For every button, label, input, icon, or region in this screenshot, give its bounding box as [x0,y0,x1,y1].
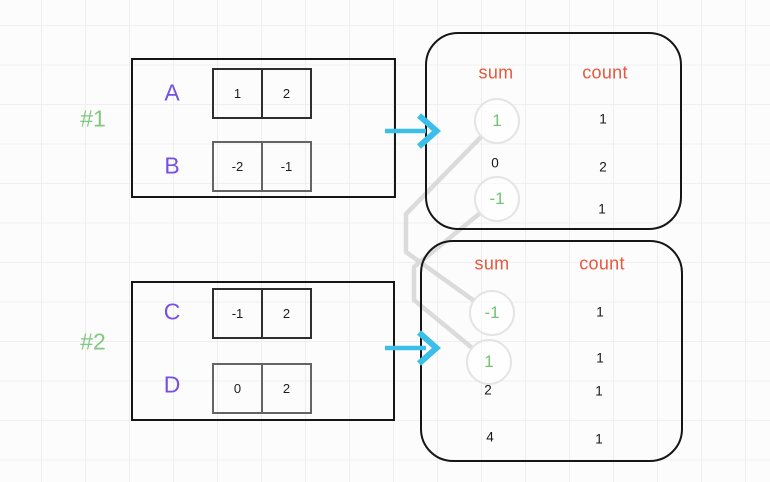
highlighted-sum-circle: -1 [474,176,520,222]
array-label-c: C [163,298,181,325]
count-header: count [579,253,625,274]
group-1-rect [131,58,396,198]
array-label-a: A [164,79,180,106]
array-label-b: B [164,152,180,179]
array-c-cells: -1 2 [212,288,312,339]
count-value: 1 [598,201,606,217]
array-cell: 2 [261,363,312,414]
group-1-tag: #1 [80,105,106,132]
array-label-d: D [163,371,181,398]
group-2-tag: #2 [80,328,106,355]
array-a-cells: 1 2 [212,68,312,119]
sum-value: 0 [491,155,499,171]
count-value: 1 [595,383,603,399]
group-2-rect [131,281,395,421]
array-b-cells: -2 -1 [212,141,312,192]
sum-header: sum [478,62,514,83]
highlighted-sum-circle: -1 [469,290,515,336]
array-cell: 1 [212,68,263,119]
count-value: 2 [599,159,607,175]
results-table-1 [425,32,682,230]
array-d-cells: 0 2 [212,363,312,414]
count-value: 1 [599,111,607,127]
count-value: 1 [596,304,604,320]
count-value: 1 [595,431,603,447]
array-cell: 0 [212,363,263,414]
array-cell: 2 [261,68,312,119]
array-cell: -1 [212,288,263,339]
array-cell: 2 [261,288,312,339]
count-header: count [582,62,628,83]
results-table-2 [420,240,683,462]
highlighted-sum-circle: 1 [474,98,520,144]
sum-value: 4 [486,429,494,445]
array-cell: -2 [212,141,263,192]
highlighted-sum-circle: 1 [466,339,512,385]
count-value: 1 [596,350,604,366]
sum-value: 2 [484,382,492,398]
array-cell: -1 [261,141,312,192]
sum-header: sum [474,253,510,274]
